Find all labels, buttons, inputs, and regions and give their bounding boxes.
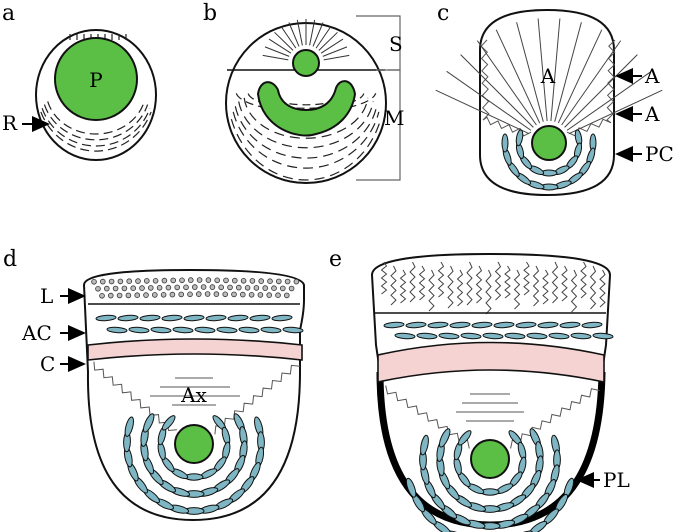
dot bbox=[104, 286, 109, 291]
dot bbox=[263, 286, 268, 291]
dot bbox=[267, 293, 272, 298]
dot bbox=[148, 286, 153, 291]
dot bbox=[122, 286, 127, 291]
dot bbox=[280, 286, 285, 291]
dot bbox=[250, 279, 255, 284]
dot bbox=[179, 292, 184, 297]
panel-e-label-pl: PL bbox=[603, 468, 630, 492]
dot bbox=[192, 285, 197, 290]
panel-b: b S M bbox=[203, 1, 404, 183]
dot bbox=[284, 293, 289, 298]
dot bbox=[224, 278, 229, 283]
panel-a-label-p: P bbox=[89, 68, 102, 92]
dot bbox=[140, 286, 145, 291]
panel-b-letter: b bbox=[203, 1, 217, 26]
panel-e: e PL bbox=[329, 247, 630, 532]
dot bbox=[188, 292, 193, 297]
dot bbox=[228, 285, 233, 290]
dot bbox=[289, 286, 294, 291]
dot bbox=[285, 279, 290, 284]
dot bbox=[294, 279, 299, 284]
dot bbox=[117, 293, 122, 298]
dot bbox=[258, 293, 263, 298]
dot bbox=[210, 285, 215, 290]
dot bbox=[206, 278, 211, 283]
dot bbox=[259, 279, 264, 284]
dot bbox=[197, 278, 202, 283]
dot bbox=[215, 278, 220, 283]
dot bbox=[113, 286, 118, 291]
panel-c-label-a-inner: A bbox=[540, 64, 556, 88]
dot bbox=[135, 293, 140, 298]
dot bbox=[276, 279, 281, 284]
dot bbox=[144, 293, 149, 298]
dot bbox=[201, 285, 206, 290]
panel-d-nucleus bbox=[175, 425, 213, 463]
panel-d-label-ax: Ax bbox=[180, 383, 207, 407]
panel-c-label-a1: A bbox=[644, 64, 660, 88]
dot bbox=[241, 278, 246, 283]
dot bbox=[170, 292, 175, 297]
panel-d-letter: d bbox=[3, 247, 17, 272]
dot bbox=[171, 278, 176, 283]
dot bbox=[108, 293, 113, 298]
panel-c-letter: c bbox=[437, 1, 449, 26]
dot bbox=[161, 292, 166, 297]
panel-a-label-r: R bbox=[2, 111, 18, 135]
panel-c: c A A A PC bbox=[436, 1, 674, 195]
dot bbox=[254, 286, 259, 291]
panel-b-label-m: M bbox=[384, 106, 404, 130]
dot bbox=[240, 292, 245, 297]
dot bbox=[92, 279, 97, 284]
dot bbox=[276, 293, 281, 298]
dot bbox=[188, 278, 193, 283]
dot bbox=[157, 285, 162, 290]
panel-b-small-nucleus bbox=[293, 50, 319, 76]
panel-d-label-ac: AC bbox=[21, 321, 52, 345]
dot bbox=[249, 292, 254, 297]
dot bbox=[223, 292, 228, 297]
dot bbox=[136, 279, 141, 284]
dot bbox=[127, 279, 132, 284]
dot bbox=[152, 293, 157, 298]
panel-d: d Ax L AC C bbox=[3, 247, 304, 520]
dot bbox=[166, 285, 171, 290]
dot bbox=[232, 292, 237, 297]
dot bbox=[232, 278, 237, 283]
dot bbox=[180, 278, 185, 283]
dot bbox=[109, 279, 114, 284]
dot bbox=[126, 293, 131, 298]
panel-e-letter: e bbox=[329, 247, 342, 272]
dot bbox=[162, 278, 167, 283]
panel-a-letter: a bbox=[2, 1, 15, 26]
panel-e-nucleus bbox=[471, 440, 509, 478]
dot bbox=[118, 279, 123, 284]
panel-c-nucleus bbox=[532, 126, 566, 160]
dot bbox=[184, 285, 189, 290]
panel-c-label-pc: PC bbox=[645, 142, 674, 166]
panel-b-label-s: S bbox=[389, 32, 403, 56]
dot bbox=[144, 279, 149, 284]
dot bbox=[245, 285, 250, 290]
dot bbox=[153, 278, 158, 283]
blue-cell bbox=[502, 134, 508, 152]
dot bbox=[100, 293, 105, 298]
dot bbox=[100, 279, 105, 284]
dot bbox=[219, 285, 224, 290]
panel-c-label-a2: A bbox=[644, 102, 660, 126]
panel-a: a P R bbox=[2, 1, 156, 160]
panel-d-label-l: L bbox=[40, 284, 53, 308]
dot bbox=[131, 286, 136, 291]
dot bbox=[196, 292, 201, 297]
dot bbox=[214, 292, 219, 297]
dot bbox=[236, 285, 241, 290]
panel-d-label-c: C bbox=[40, 352, 55, 376]
dot bbox=[268, 279, 273, 284]
dot bbox=[175, 285, 180, 290]
dot bbox=[272, 286, 277, 291]
dot bbox=[96, 286, 101, 291]
dot bbox=[205, 292, 210, 297]
